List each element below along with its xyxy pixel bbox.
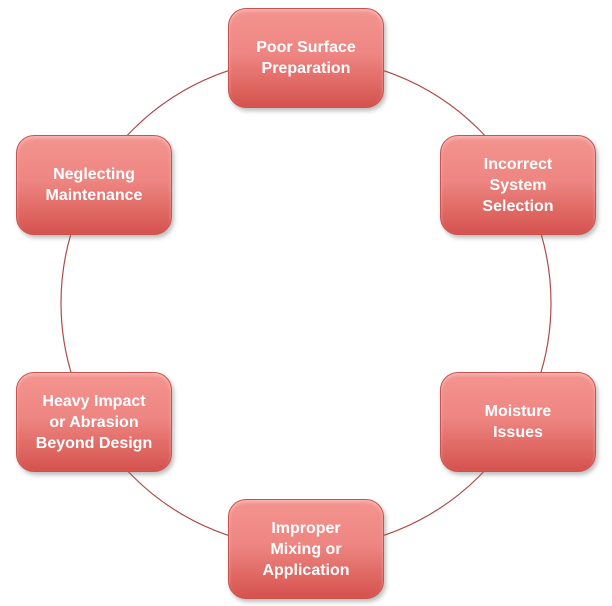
node-heavy-impact-or-abrasion: Heavy Impact or Abrasion Beyond Design xyxy=(16,372,172,472)
node-poor-surface-preparation: Poor Surface Preparation xyxy=(228,8,384,108)
node-label: Moisture Issues xyxy=(484,403,552,441)
node-label: Poor Surface Preparation xyxy=(256,39,356,77)
node-moisture-issues: Moisture Issues xyxy=(440,372,596,472)
node-label: Neglecting Maintenance xyxy=(45,166,143,204)
node-label: Incorrect System Selection xyxy=(482,155,554,215)
node-improper-mixing-or-application: Improper Mixing or Application xyxy=(228,499,384,599)
node-label: Heavy Impact or Abrasion Beyond Design xyxy=(35,392,153,452)
node-incorrect-system-selection: Incorrect System Selection xyxy=(440,135,596,235)
cycle-connector-circle xyxy=(60,57,552,549)
node-label: Improper Mixing or Application xyxy=(262,519,350,579)
node-neglecting-maintenance: Neglecting Maintenance xyxy=(16,135,172,235)
